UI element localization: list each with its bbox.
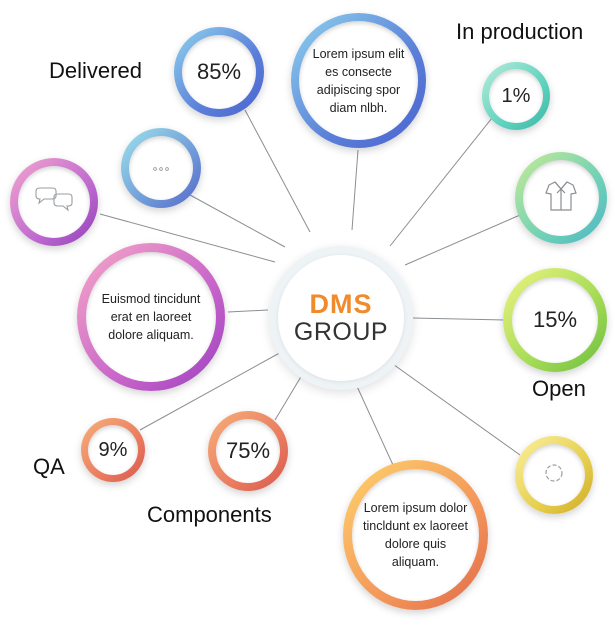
dots-node[interactable] — [121, 128, 201, 208]
shirt-node[interactable] — [515, 152, 607, 244]
qa-node[interactable]: 9% — [81, 418, 145, 482]
connector-loader — [389, 361, 521, 456]
connector-left-text — [227, 309, 269, 313]
loader-node[interactable] — [515, 436, 593, 514]
top-text-node[interactable]: Lorem ipsum elit es consecte adipiscing … — [291, 13, 426, 148]
components-node[interactable]: 75% — [208, 411, 288, 491]
in-production-value: 1% — [501, 84, 531, 107]
label-components: Components — [147, 502, 272, 527]
bottom-text: Lorem ipsum dolor tincldunt ex laoreet d… — [363, 501, 468, 569]
connector-top-text — [351, 149, 359, 231]
in-production-node[interactable]: 1% — [482, 62, 550, 130]
ellipsis-icon — [152, 159, 170, 177]
shirt-icon — [543, 179, 579, 218]
top-text: Lorem ipsum elit es consecte adipiscing … — [312, 46, 405, 115]
connector-chat — [99, 213, 276, 263]
label-qa: QA — [33, 454, 65, 479]
connector-in-production — [389, 117, 493, 247]
label-in-production: In production — [456, 19, 584, 44]
connector-components — [274, 369, 306, 421]
center-hub: DMS GROUP — [269, 246, 413, 390]
bottom-text-node[interactable]: Lorem ipsum dolor tincldunt ex laoreet d… — [343, 460, 488, 610]
left-text-node[interactable]: Euismod tincidunt erat en laoreet dolore… — [77, 243, 225, 391]
logo-dms: DMS — [309, 289, 373, 319]
left-text: Euismod tincidunt erat en laoreet dolore… — [101, 292, 201, 342]
open-node[interactable]: 15% — [503, 268, 607, 372]
connector-shirt — [404, 214, 521, 266]
loading-circle-icon — [543, 462, 565, 489]
chat-bubbles-icon — [32, 186, 76, 218]
connector-open — [412, 317, 506, 321]
label-open: Open — [532, 376, 586, 401]
label-delivered: Delivered — [49, 58, 142, 83]
chat-node[interactable] — [10, 158, 98, 246]
open-value: 15% — [532, 307, 578, 332]
connector-qa — [139, 349, 286, 431]
qa-value: 9% — [98, 438, 128, 461]
connector-bottom-text — [354, 381, 394, 466]
delivered-value: 85% — [196, 59, 242, 84]
components-value: 75% — [225, 438, 271, 463]
delivered-node[interactable]: 85% — [174, 27, 264, 117]
logo-group: GROUP — [293, 318, 389, 346]
connector-dots — [189, 194, 286, 248]
connector-delivered — [244, 109, 311, 233]
